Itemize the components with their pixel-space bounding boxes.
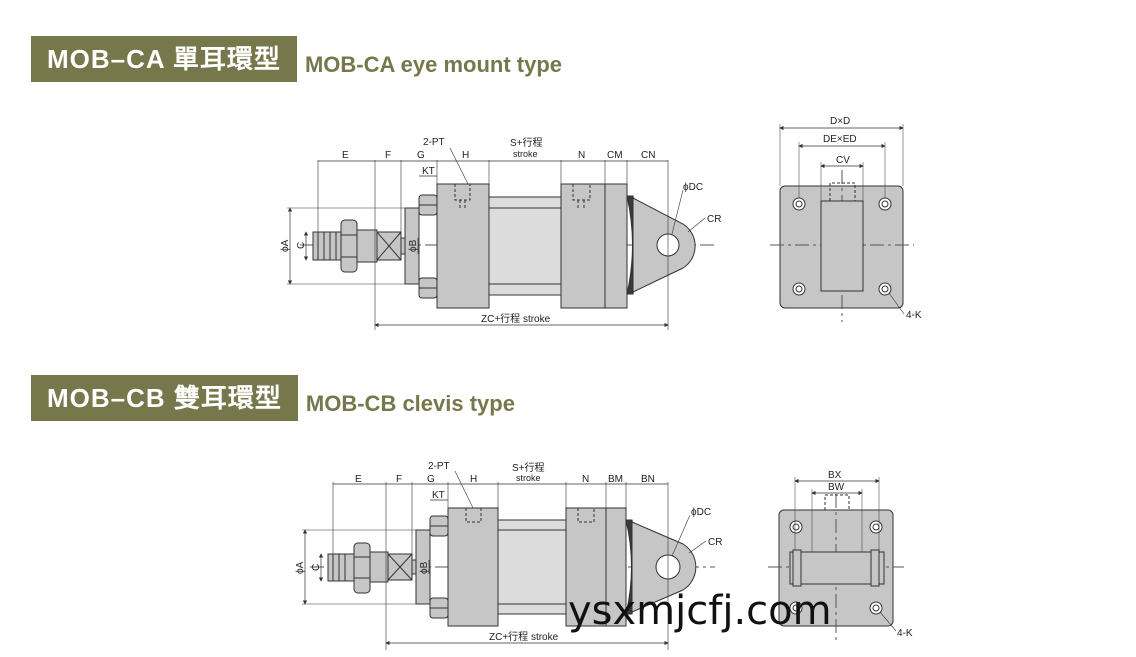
dim-kt-ca: KT — [422, 166, 435, 177]
dim-zc-ca: ZC+行程 stroke — [481, 312, 551, 325]
dim-h-cb: H — [470, 474, 477, 485]
dim-b-cb: ϕB — [419, 561, 430, 574]
dim-dxd-ca: D×D — [830, 116, 850, 127]
section-header-cb: MOB–CB 雙耳環型 MOB-CB clevis type — [31, 375, 515, 421]
section-header-ca: MOB–CA 單耳環型 MOB-CA eye mount type — [31, 36, 562, 82]
dim-pt-ca: 2-PT — [423, 137, 445, 148]
dim-e-cb: E — [355, 474, 362, 485]
watermark-text: ysxmjcfj.com — [568, 588, 832, 634]
dim-zc-cb: ZC+行程 stroke — [489, 630, 559, 643]
title-box-ca: MOB–CA 單耳環型 — [31, 36, 297, 82]
title-en-cb: MOB-CB clevis type — [305, 391, 515, 416]
dim-cv-ca: CV — [836, 155, 850, 166]
cb-side-view — [302, 470, 715, 650]
title-box-cb: MOB–CB 雙耳環型 — [31, 375, 298, 421]
dim-kt-cb: KT — [432, 490, 445, 501]
ca-side-view — [287, 147, 715, 330]
dim-a-cb: ϕA — [295, 561, 306, 574]
dim-bx-cb: BX — [828, 470, 842, 481]
dim-cr-ca: CR — [707, 214, 721, 225]
dim-cr-cb: CR — [708, 537, 722, 548]
dim-dc-ca: ϕDC — [683, 182, 703, 193]
dim-bn-cb: BN — [641, 474, 655, 485]
dim-bw-cb: BW — [828, 482, 845, 493]
dim-n-cb: N — [582, 474, 589, 485]
dim-b-ca: ϕB — [408, 239, 419, 252]
dim-dexed-ca: DE×ED — [823, 134, 857, 145]
ca-end-view — [770, 124, 914, 322]
title-en-ca: MOB-CA eye mount type — [304, 52, 563, 77]
dim-stroke-ca: stroke — [513, 149, 538, 159]
dim-cn-ca: CN — [641, 150, 655, 161]
dim-f-cb: F — [396, 474, 402, 485]
dim-c-ca: C — [296, 242, 307, 249]
dim-n-ca: N — [578, 150, 585, 161]
dim-k-ca: 4-K — [906, 310, 922, 321]
dim-g-cb: G — [427, 474, 435, 485]
dim-g-ca: G — [417, 150, 425, 161]
dim-stroke-cb: stroke — [516, 473, 541, 483]
dim-k-cb: 4-K — [897, 628, 913, 639]
dim-h-ca: H — [462, 150, 469, 161]
dim-e-ca: E — [342, 150, 349, 161]
dim-cm-ca: CM — [607, 150, 623, 161]
dim-s-cb: S+行程 — [512, 461, 545, 474]
dim-c-cb: C — [311, 564, 322, 571]
dim-dc-cb: ϕDC — [691, 507, 711, 518]
dim-s-ca: S+行程 — [510, 136, 543, 149]
dim-a-ca: ϕA — [280, 239, 291, 252]
cb-end-view — [768, 477, 904, 640]
dim-pt-cb: 2-PT — [428, 461, 450, 472]
dim-bm-cb: BM — [608, 474, 623, 485]
dim-f-ca: F — [385, 150, 391, 161]
